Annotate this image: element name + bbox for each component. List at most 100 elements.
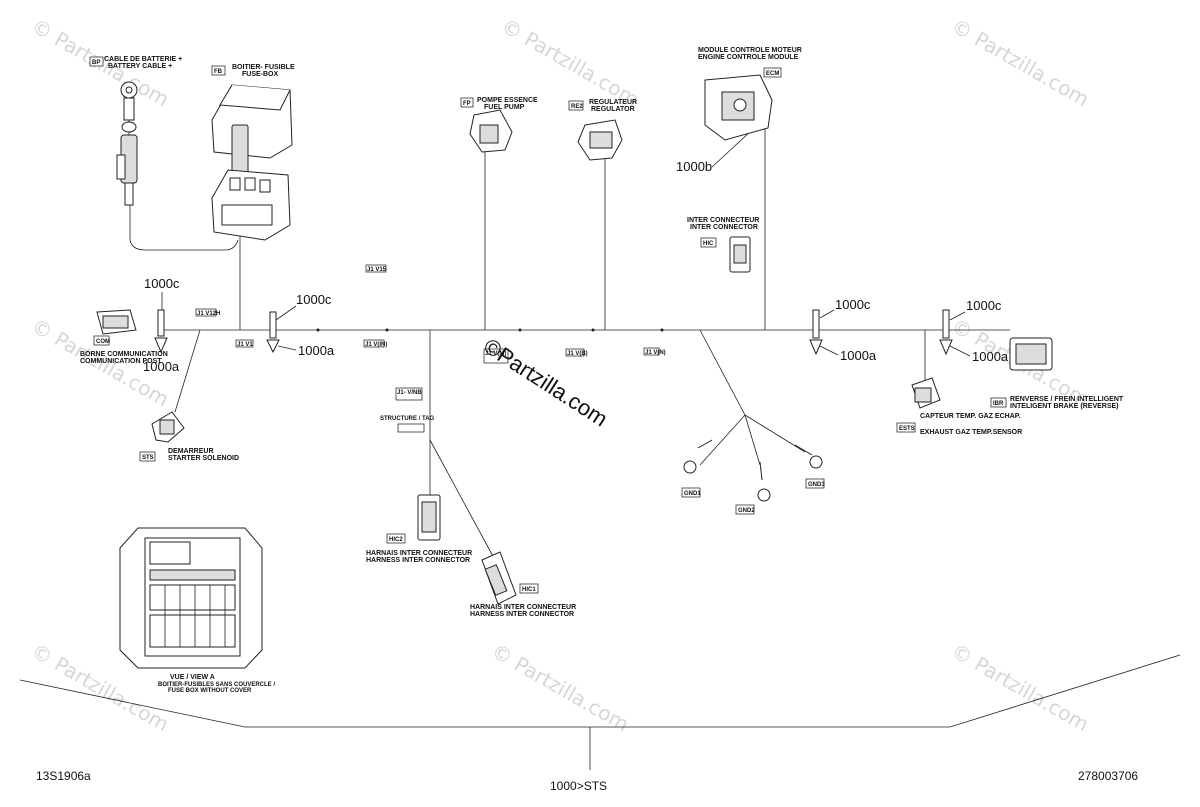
hic-code: HIC <box>703 241 714 247</box>
splice-label: J1 V1 <box>237 342 253 348</box>
code-box <box>139 451 156 462</box>
sts-label-fr: DEMARREUR <box>168 448 214 455</box>
fp-code: FP <box>463 101 471 107</box>
callout-1000a: 1000a <box>298 343 335 358</box>
regulator-connector <box>577 119 623 161</box>
ecm-label-en: ENGINE CONTROLE MODULE <box>698 54 799 61</box>
splice-label: J1 V(M) <box>485 351 506 357</box>
communication-post <box>96 309 137 335</box>
code-box <box>93 335 110 346</box>
ests-code: ESTS <box>899 426 915 432</box>
ibr-label-en: INTELIGENT BRAKE (REVERSE) <box>1010 403 1119 410</box>
code-box <box>460 97 474 108</box>
sts-label-en: STARTER SOLENOID <box>168 455 239 462</box>
ibr-label-fr: RENVERSE / FREIN INTELLIGENT <box>1010 396 1124 403</box>
assembly-ref: 1000>STS <box>550 779 607 793</box>
callout-1000a: 1000a <box>143 359 180 374</box>
splice-label: J1 V(IN) <box>365 342 387 348</box>
code-box <box>896 422 916 433</box>
splice-label: J1- V/NB <box>397 390 422 396</box>
watermark: © Partzilla.com <box>948 639 1094 737</box>
drawing-code: 13S1906a <box>36 769 91 783</box>
hic-label-en: INTER CONNECTOR <box>690 224 758 231</box>
ests-label-fr: CAPTEUR TEMP. GAZ ECHAP. <box>920 413 1021 420</box>
fuse-box <box>211 84 293 241</box>
callout-1000c: 1000c <box>296 292 332 307</box>
battery-cable <box>116 81 138 206</box>
hic2-label-fr: HARNAIS INTER CONNECTEUR <box>366 550 472 557</box>
callout-1000a: 1000a <box>972 349 1009 364</box>
view-a-subtitle: FUSE BOX WITHOUT COVER <box>168 688 252 694</box>
view-a-fuse-box: VUE / VIEW A BOITIER-FUSIBLES SANS COUVE… <box>119 527 275 694</box>
com-label-fr: BORNE COMMUNICATION <box>80 351 168 358</box>
footer-bracket <box>19 654 1181 770</box>
splice-markers <box>316 328 664 433</box>
ecm-module <box>704 74 773 141</box>
fp-label-en: FUEL PUMP <box>484 104 525 111</box>
fb-label-fr: BOITIER- FUSIBLE <box>232 64 295 71</box>
callout-1000b: 1000b <box>676 159 712 174</box>
ground-terminals <box>683 439 823 502</box>
ecm-code: ECM <box>766 71 779 77</box>
gnd3-code: GND3 <box>808 482 825 488</box>
gnd2-code: GND2 <box>738 508 755 514</box>
harness-connector-hic1 <box>481 551 517 605</box>
callout-1000c: 1000c <box>144 276 180 291</box>
ecm-label-fr: MODULE CONTROLE MOTEUR <box>698 47 802 54</box>
splice-label: STRUCTURE / TAG <box>380 416 435 422</box>
bp-label-en: BATTERY CABLE + <box>108 63 172 70</box>
code-box <box>763 67 782 78</box>
gnd1-code: GND1 <box>684 491 701 497</box>
inter-connector <box>729 236 751 273</box>
splice-label: J1 V15 <box>367 267 387 273</box>
com-code: COM <box>96 339 110 345</box>
code-box <box>735 504 755 515</box>
hic-label-fr: INTER CONNECTEUR <box>687 217 759 224</box>
intelligent-brake-connector <box>1009 337 1053 371</box>
sts-code: STS <box>142 455 154 461</box>
starter-solenoid <box>151 411 185 443</box>
fp-label-fr: POMPE ESSENCE <box>477 97 538 104</box>
callout-1000c: 1000c <box>966 298 1002 313</box>
code-box <box>568 100 584 111</box>
re2-label-fr: REGULATEUR <box>589 99 637 106</box>
part-number: 278003706 <box>1078 769 1138 783</box>
hic2-label-en: HARNESS INTER CONNECTOR <box>366 557 470 564</box>
code-box <box>990 397 1007 408</box>
exhaust-temp-sensor <box>911 377 941 409</box>
ibr-code: IBR <box>993 401 1004 407</box>
bp-label-fr: CABLE DE BATTERIE + <box>104 56 182 63</box>
bp-code: BP <box>92 60 100 66</box>
fb-label-en: FUSE-BOX <box>242 71 279 78</box>
hic1-label-fr: HARNAIS INTER CONNECTEUR <box>470 604 576 611</box>
ests-label-en: EXHAUST GAZ TEMP.SENSOR <box>920 429 1022 436</box>
callout-1000c: 1000c <box>835 297 871 312</box>
watermark: © Partzilla.com <box>948 14 1094 112</box>
hic1-code: HIC1 <box>522 587 536 593</box>
code-box <box>386 533 406 544</box>
harness-connector-hic2 <box>417 494 441 541</box>
hic2-code: HIC2 <box>389 537 403 543</box>
code-box <box>211 65 226 76</box>
code-box <box>700 237 717 248</box>
hic1-label-en: HARNESS INTER CONNECTOR <box>470 611 574 618</box>
callout-1000a: 1000a <box>840 348 877 363</box>
re2-label-en: REGULATOR <box>591 106 635 113</box>
fuel-pump-connector <box>469 109 513 153</box>
fb-code: FB <box>214 69 223 75</box>
watermark: © Partzilla.com <box>488 639 634 737</box>
callouts: 1000b 1000c 1000a 1000c 1000a 1000c 1000… <box>143 159 1009 374</box>
code-box <box>519 583 539 594</box>
code-box <box>805 478 825 489</box>
watermark-center: ©Partzilla.com <box>479 333 612 431</box>
re2-code: RE2 <box>571 104 583 110</box>
code-box <box>89 56 104 67</box>
view-a-title: VUE / VIEW A <box>170 674 215 681</box>
splice-label: J1 V(N) <box>645 350 666 356</box>
component-labels: BP CABLE DE BATTERIE + BATTERY CABLE + F… <box>80 47 1124 618</box>
view-a-subtitle: BOITIER-FUSIBLES SANS COUVERCLE / <box>158 682 275 688</box>
cable-ties <box>154 309 953 356</box>
splice-label: J1 V12H <box>197 311 220 317</box>
